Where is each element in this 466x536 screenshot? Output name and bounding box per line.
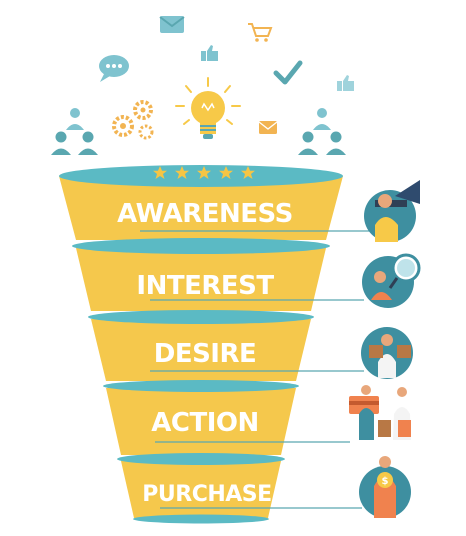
megaphone-person-icon [364,180,420,242]
connector-lines [140,230,370,509]
money-bag-person-icon: $ [359,456,411,518]
email-icon [258,121,278,134]
funnel-body [59,165,343,524]
star-icon [197,166,211,179]
stage-label-interest: INTEREST [136,271,274,301]
email-icon [159,16,185,33]
thumbs-up-icon [337,75,354,91]
audience-group-icon [298,108,346,155]
svg-text:$: $ [382,476,389,487]
star-icon [153,166,167,179]
credit-card-shoppers-icon [349,385,411,440]
shopping-cart-icon [248,23,273,42]
rating-stars [153,166,255,179]
stage-label-awareness: AWARENESS [117,199,293,229]
stage-label-purchase: PURCHASE [142,482,271,507]
star-icon [219,166,233,179]
thumbs-up-icon [201,45,218,61]
stage-label-desire: DESIRE [154,339,257,369]
star-icon [241,166,255,179]
stage-label-action: ACTION [151,408,258,438]
chat-bubble-icon [99,55,129,82]
checkmark-icon [273,60,303,85]
audience-group-icon [51,108,98,155]
light-bulb-icon [175,77,241,139]
star-icon [175,166,189,179]
magnifier-person-icon [362,253,421,308]
shopping-bags-person-icon [361,327,413,379]
gears-icon [112,100,154,140]
